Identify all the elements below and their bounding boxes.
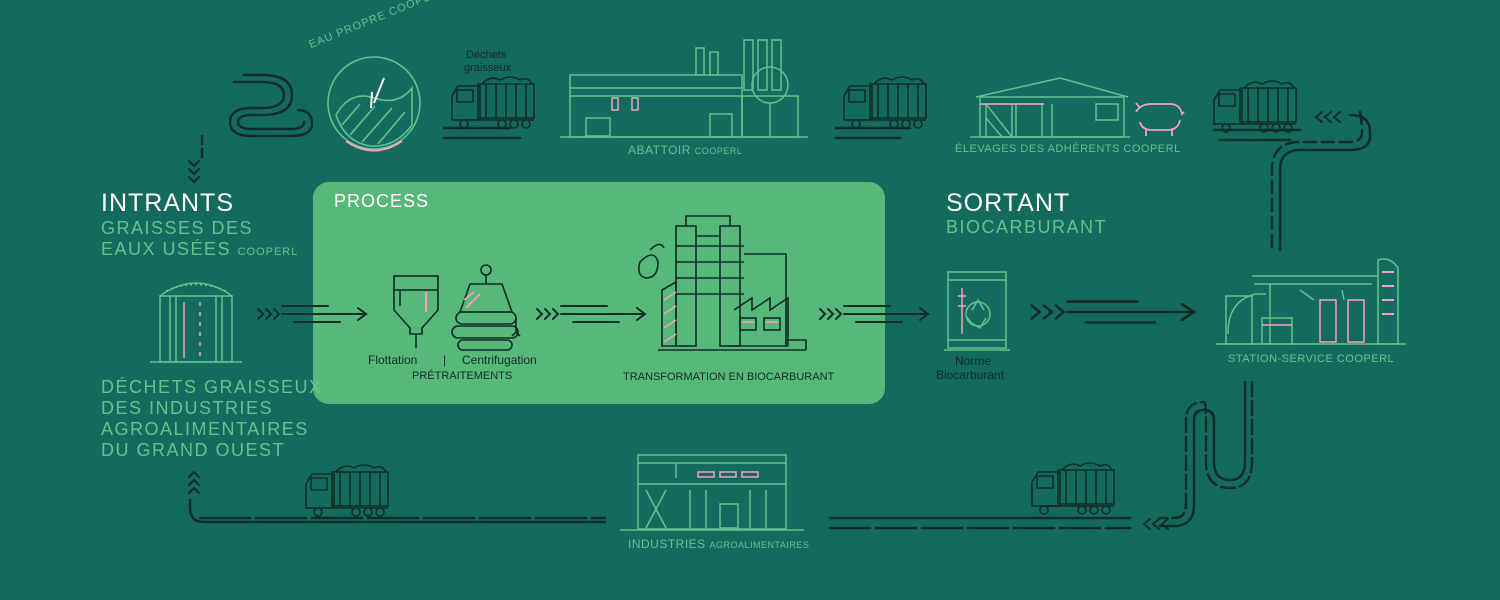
abattoir-label: ABATTOIR COOPERL — [628, 144, 742, 157]
intrants-subtitle-2: EAUX USÉES COOPERL — [101, 240, 298, 259]
silo-tank-icon — [150, 282, 242, 363]
waste-line-4: DU GRAND OUEST — [101, 440, 286, 460]
gas-station-icon — [1216, 258, 1406, 345]
truck-icon — [451, 76, 535, 129]
pretraitements-label: PRÉTRAITEMENTS — [412, 370, 513, 382]
refinery-icon — [638, 215, 807, 351]
truck-icon — [1213, 80, 1297, 133]
industries-label: INDUSTRIES AGROALIMENTAIRES — [628, 538, 809, 551]
pig-icon — [1135, 102, 1185, 136]
process-title: PROCESS — [334, 191, 430, 211]
norme-line-2: Biocarburant — [936, 368, 1005, 382]
centrifugation-label: Centrifugation — [462, 353, 537, 367]
intrants-title: INTRANTS — [101, 189, 234, 217]
waste-line-3: AGROALIMENTAIRES — [101, 419, 309, 439]
norme-line-1: Norme — [955, 354, 992, 368]
flow-loop-lines — [188, 73, 1372, 530]
dechets-line-2: graisseux — [464, 62, 512, 74]
farm-building-icon — [970, 77, 1130, 138]
truck-icon — [305, 464, 389, 517]
dechets-line-1: Déchets — [466, 49, 507, 61]
truck-icon — [1031, 462, 1115, 515]
sortant-subtitle: BIOCARBURANT — [946, 217, 1108, 237]
intrants-subtitle-2-text: EAUX USÉES — [101, 239, 232, 259]
station-label: STATION-SERVICE COOPERL — [1228, 353, 1395, 365]
recycle-icon — [965, 298, 991, 330]
transformation-label: TRANSFORMATION EN BIOCARBURANT — [623, 371, 835, 383]
label-separator: | — [443, 353, 447, 367]
factory-icon — [620, 454, 804, 531]
slaughterhouse-icon — [560, 39, 808, 138]
industries-text: INDUSTRIES — [628, 537, 706, 551]
filter-funnel-icon — [393, 275, 439, 348]
waste-line-1: DÉCHETS GRAISSEUX — [101, 377, 323, 397]
intrants-subtitle-small: COOPERL — [237, 246, 299, 258]
waste-line-2: DES INDUSTRIES — [101, 398, 274, 418]
abattoir-text: ABATTOIR — [628, 143, 691, 157]
process-box-bg — [313, 182, 885, 404]
centrifuge-icon — [451, 264, 521, 351]
flottation-label: Flottation — [368, 353, 418, 367]
sortant-title: SORTANT — [946, 189, 1071, 217]
abattoir-small: COOPERL — [694, 146, 743, 156]
clean-water-badge-icon — [327, 56, 421, 152]
intrants-subtitle-1: GRAISSES DES — [101, 218, 254, 238]
flow-chevrons — [188, 111, 1341, 530]
truck-icon — [843, 76, 927, 129]
elevages-label: ÉLEVAGES DES ADHÉRENTS COOPERL — [955, 143, 1181, 155]
fuel-drum-icon — [944, 271, 1010, 351]
industries-small: AGROALIMENTAIRES — [709, 540, 810, 550]
